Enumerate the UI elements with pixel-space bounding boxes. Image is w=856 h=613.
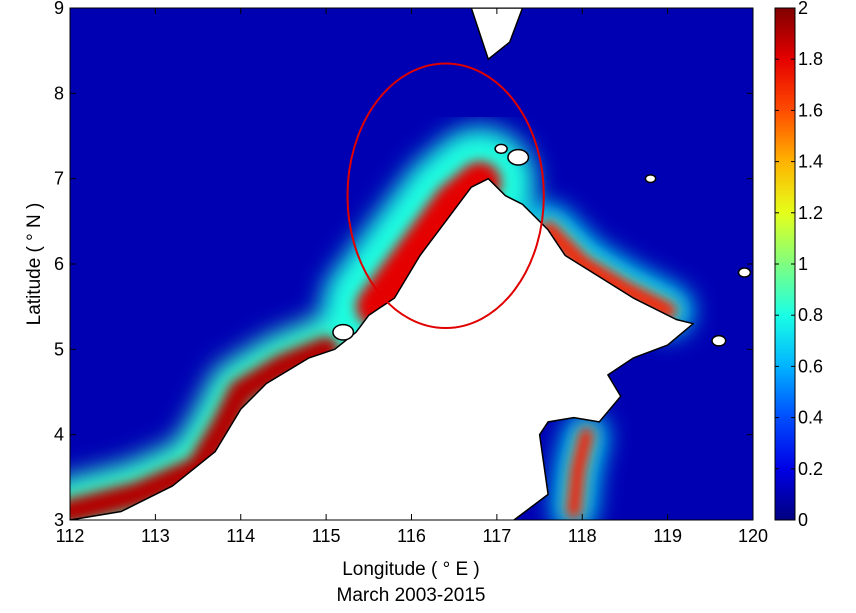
y-tick-label-5: 5 (54, 339, 64, 359)
y-tick-label-8: 8 (54, 83, 64, 103)
x-tick-label-119: 119 (653, 526, 682, 546)
band-0 (70, 336, 339, 520)
colorbar-tick-label-0: 0 (798, 510, 808, 530)
land-mask (70, 8, 752, 520)
colorbar-tick-label-4: 0.8 (798, 305, 823, 325)
x-axis-label: Longitude ( ° E ) (342, 559, 480, 580)
land-borneo (70, 177, 694, 520)
colorbar-tick-label-9: 1.8 (798, 49, 823, 69)
y-tick-label-7: 7 (54, 169, 64, 189)
x-tick-label-120: 120 (738, 526, 768, 546)
land-island-3 (332, 323, 355, 341)
y-tick-label-9: 9 (54, 0, 64, 18)
land-island-2 (644, 174, 657, 184)
x-tick-label-112: 112 (56, 526, 85, 546)
x-tick-label-117: 117 (483, 526, 512, 546)
colorbar-tick-label-8: 1.6 (798, 100, 823, 120)
colorbar-tick-label-5: 1 (798, 254, 808, 274)
colorbar-tick-label-7: 1.4 (798, 152, 823, 172)
land-island-4 (711, 334, 727, 347)
y-axis-label: Latitude ( ° N ) (24, 203, 45, 326)
chart-subtitle: March 2003-2015 (337, 585, 486, 606)
band-1 (355, 161, 502, 329)
band-2 (538, 220, 677, 321)
colorbar-tick-label-10: 2 (798, 0, 808, 18)
y-tick-label-4: 4 (54, 425, 64, 445)
land-island-5 (737, 267, 752, 278)
y-tick-label-3: 3 (54, 510, 64, 530)
land-island-0 (507, 148, 530, 166)
colorbar-tick-label-6: 1.2 (798, 203, 823, 223)
x-tick-label-114: 114 (226, 526, 255, 546)
concentration-bands (70, 161, 677, 520)
colorbar-tick-label-3: 0.6 (798, 356, 823, 376)
band-3 (566, 427, 595, 520)
plot-area (70, 8, 753, 520)
land-palawan (470, 8, 524, 61)
y-tick-label-6: 6 (54, 254, 64, 274)
x-tick-label-115: 115 (312, 526, 341, 546)
colorbar-ticks: 0 0.2 0.4 0.6 0.8 1 1.2 1.4 1.6 1.8 2 (775, 0, 823, 530)
x-tick-label-113: 113 (141, 526, 170, 546)
y-axis: 3 4 5 6 7 8 9 (54, 0, 753, 530)
x-tick-label-118: 118 (568, 526, 597, 546)
land-island-1 (494, 143, 508, 155)
highlight-ellipse (346, 62, 545, 329)
x-axis: 112 113 114 115 116 117 118 119 120 (56, 8, 768, 546)
x-tick-label-116: 116 (397, 526, 426, 546)
colorbar-tick-label-2: 0.4 (798, 408, 823, 428)
colorbar: 0 0.2 0.4 0.6 0.8 1 1.2 1.4 1.6 1.8 2 (774, 0, 823, 530)
colorbar-tick-label-1: 0.2 (798, 459, 823, 479)
